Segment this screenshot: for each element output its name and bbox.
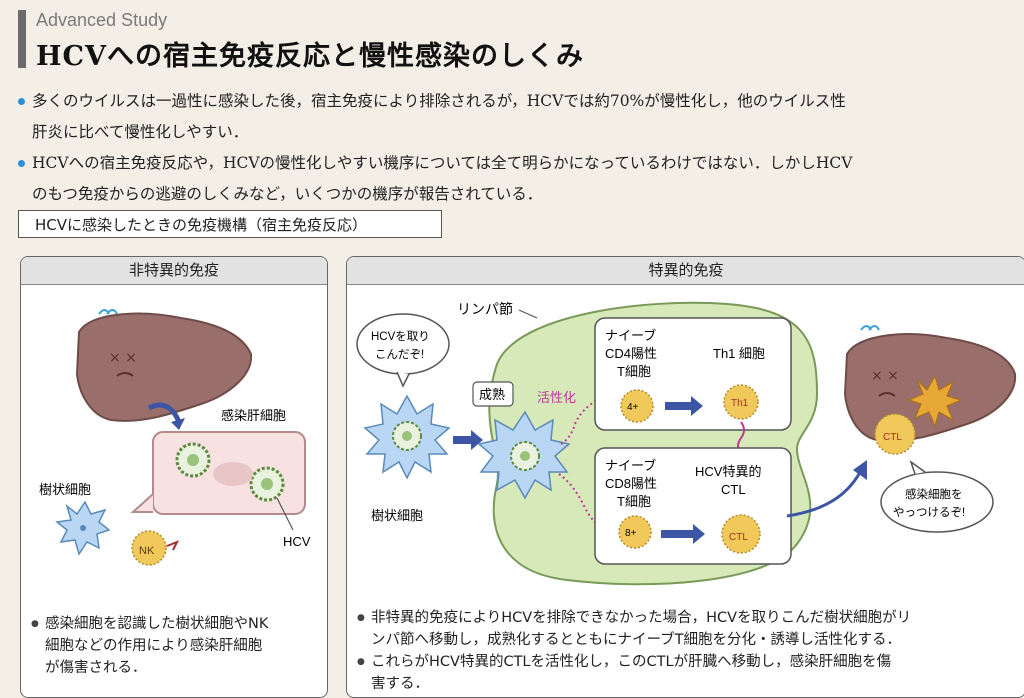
intro-bullet-2: HCVへの宿主免疫反応や，HCVの慢性化しやすい機序については全て明らかになって… bbox=[18, 148, 1018, 179]
page-header: Advanced Study HCVへの宿主免疫反応と慢性感染のしくみ bbox=[18, 6, 1008, 72]
specific-note-line-1: 非特異的免疫によりHCVを排除できなかった場合，HCVを取りこんだ樹状細胞がリ bbox=[357, 607, 1021, 629]
liver-icon: × × bbox=[75, 309, 253, 422]
ctl-attack-icon: CTL bbox=[874, 413, 916, 455]
activate-label: 活性化 bbox=[537, 390, 576, 405]
hcv-captured-line-1: HCVを取り bbox=[371, 330, 430, 343]
ctl-line-1: HCV特異的 bbox=[695, 464, 761, 479]
svg-text:× ×: × × bbox=[109, 350, 137, 366]
mature-label-box bbox=[472, 381, 514, 407]
page-title: HCVへの宿主免疫反応と慢性感染のしくみ bbox=[36, 41, 585, 72]
nonspecific-immunity-panel: 非特異的免疫 × × 感染肝細胞 HCV 樹状細胞 bbox=[20, 256, 328, 698]
nonspecific-diagram: × × 感染肝細胞 HCV 樹状細胞 NK bbox=[39, 309, 311, 566]
zoom-arrow-icon bbox=[147, 402, 182, 424]
th1-label: Th1 細胞 bbox=[713, 346, 765, 361]
hcv-captured-line-2: こんだぞ! bbox=[375, 348, 424, 361]
lymph-node-label: リンパ節 bbox=[457, 301, 513, 317]
intro-bullet-1-cont: 肝炎に比べて慢性化しやすい． bbox=[32, 123, 249, 141]
infected-cell-label: 感染肝細胞 bbox=[221, 408, 286, 423]
intro-bullet-2-cont: のもつ免疫からの逃避のしくみなど，いくつかの機序が報告されている． bbox=[32, 185, 543, 203]
dendritic-label: 樹状細胞 bbox=[371, 508, 423, 523]
mature-label: 成熟 bbox=[479, 387, 505, 402]
ctl-migrate-arrow-icon bbox=[786, 473, 861, 518]
ctl-mark: CTL bbox=[729, 532, 748, 543]
specific-note-line-4: 害する． bbox=[371, 676, 429, 692]
nonspecific-note-line-3: が傷害される． bbox=[45, 660, 147, 676]
nonspecific-note-line-1: 感染細胞を認識した樹状細胞やNK bbox=[31, 613, 321, 635]
cd4-mark: 4+ bbox=[627, 402, 639, 413]
cd4-line-2: CD4陽性 bbox=[605, 346, 657, 361]
attack-bubble-line-1: 感染細胞を bbox=[905, 487, 963, 501]
ctl-migrate-arrowhead-icon bbox=[853, 460, 867, 480]
cd8-arrow-icon bbox=[661, 524, 705, 544]
eyebrow: Advanced Study bbox=[36, 10, 168, 30]
nonspecific-note: 感染細胞を認識した樹状細胞やNK 細胞などの作用により感染肝細胞 が傷害される． bbox=[31, 613, 321, 679]
cd8-mark: 8+ bbox=[625, 528, 637, 539]
cd8-tcell-icon: 8+ bbox=[618, 515, 652, 549]
intro-bullets: 多くのウイルスは一過性に感染した後，宿主免疫により排除されるが，HCVでは約70… bbox=[18, 86, 1018, 210]
mature-dendritic-icon bbox=[477, 410, 571, 500]
dendritic-cell-icon bbox=[363, 394, 451, 480]
cd4-tcell-icon: 4+ bbox=[620, 389, 654, 423]
cd4-arrow-icon bbox=[665, 396, 703, 416]
nk-cell-icon: NK bbox=[131, 530, 180, 566]
intro-bullet-1: 多くのウイルスは一過性に感染した後，宿主免疫により排除されるが，HCVでは約70… bbox=[18, 86, 1018, 117]
attack-bubble: 感染細胞を やっつけるぞ! bbox=[880, 460, 994, 533]
ctl-line-2: CTL bbox=[721, 482, 746, 497]
nk-label: NK bbox=[139, 545, 155, 557]
header-bar bbox=[18, 10, 26, 68]
ctl-cell-icon: CTL bbox=[721, 514, 761, 554]
dendritic-label: 樹状細胞 bbox=[39, 482, 91, 497]
specific-diagram: リンパ節 HCVを取り こんだぞ! 樹状細胞 成熟 活性化 ナイー bbox=[356, 301, 1017, 586]
activate-wave-1-icon bbox=[560, 399, 598, 445]
migrate-arrow-icon bbox=[453, 430, 483, 450]
specific-note: 非特異的免疫によりHCVを排除できなかった場合，HCVを取りこんだ樹状細胞がリ … bbox=[357, 607, 1021, 695]
attack-bubble-line-2: やっつけるぞ! bbox=[893, 506, 965, 519]
intro-bullet-1-line-1: 多くのウイルスは一過性に感染した後，宿主免疫により排除されるが，HCVでは約70… bbox=[32, 92, 846, 110]
cd8-line-1: ナイーブ bbox=[605, 458, 656, 473]
specific-immunity-panel: 特異的免疫 リンパ節 HCVを取り こんだぞ! 樹状細胞 成熟 活性化 bbox=[346, 256, 1024, 698]
nonspecific-note-line-2: 細胞などの作用により感染肝細胞 bbox=[45, 638, 263, 654]
activate-wave-2-icon bbox=[558, 473, 608, 535]
specific-note-line-3: これらがHCV特異的CTLを活性化し，このCTLが肝臓へ移動し，感染肝細胞を傷 bbox=[357, 651, 1021, 673]
specific-note-line-2: ンパ節へ移動し，成熟化するとともにナイーブT細胞を分化・誘導し活性化する． bbox=[371, 632, 901, 648]
intro-bullet-2-line-1: HCVへの宿主免疫反応や，HCVの慢性化しやすい機序については全て明らかになって… bbox=[32, 154, 853, 172]
hcv-captured-bubble: HCVを取り こんだぞ! bbox=[356, 313, 450, 388]
cd4-line-1: ナイーブ bbox=[605, 328, 656, 343]
section-label: HCVに感染したときの免疫機構（宿主免疫反応） bbox=[18, 210, 442, 238]
cd8-line-3: T細胞 bbox=[617, 494, 651, 509]
nonspecific-heading: 非特異的免疫 bbox=[21, 257, 327, 285]
zoom-arrowhead-icon bbox=[171, 418, 185, 430]
damage-burst-icon bbox=[907, 374, 963, 428]
th1-cell-icon: Th1 bbox=[723, 384, 759, 420]
ctl-attack-mark: CTL bbox=[883, 432, 902, 443]
svg-text:× ×: × × bbox=[871, 368, 899, 384]
hcv-virus-icon bbox=[175, 442, 285, 502]
specific-heading: 特異的免疫 bbox=[347, 257, 1024, 285]
cd8-line-2: CD8陽性 bbox=[605, 476, 657, 491]
th1-mark: Th1 bbox=[731, 398, 749, 409]
hcv-label: HCV bbox=[283, 534, 311, 549]
dendritic-cell-icon bbox=[55, 500, 111, 556]
cd4-line-3: T細胞 bbox=[617, 364, 651, 379]
